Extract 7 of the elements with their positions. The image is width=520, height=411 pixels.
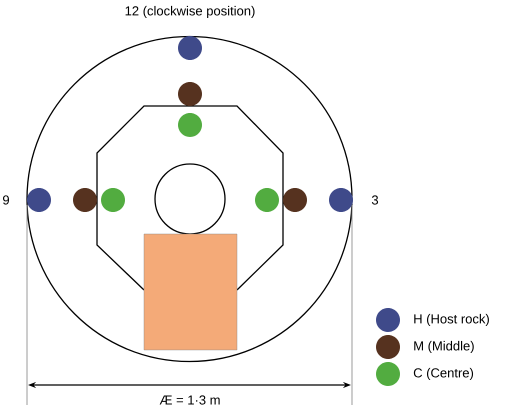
position-label: 9: [1, 194, 11, 206]
dimension-label: Æ = 1·3 m: [158, 394, 222, 406]
legend-label: M (Middle): [414, 340, 474, 354]
position-label: 3: [370, 194, 380, 206]
position-label: 12 (clockwise position): [124, 4, 256, 20]
legend-label: H (Host rock): [414, 314, 489, 326]
legend-label: C (Centre): [414, 368, 474, 380]
